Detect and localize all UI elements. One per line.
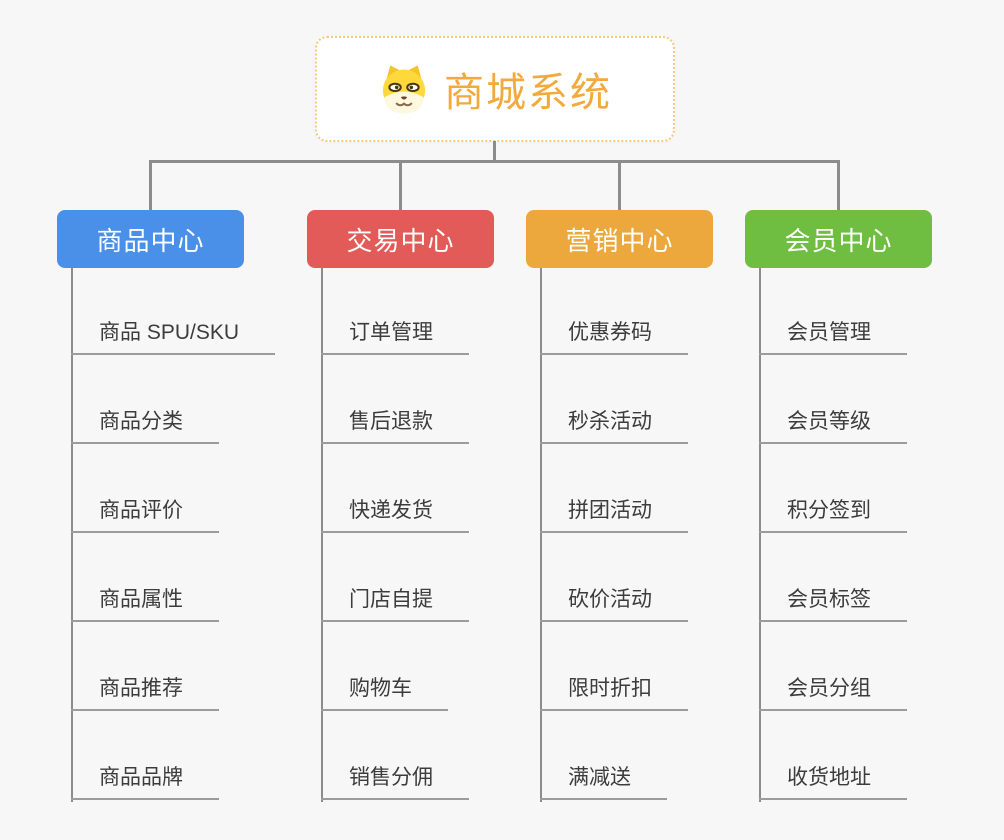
connector-drop-trade — [399, 160, 402, 210]
branch-spine-product — [71, 268, 73, 802]
leaf-label: 销售分佣 — [321, 764, 469, 800]
leaf-label: 会员等级 — [759, 408, 907, 444]
leaf-node[interactable]: 优惠券码 — [540, 319, 688, 355]
leaf-node[interactable]: 商品属性 — [71, 586, 219, 622]
leaf-label: 商品评价 — [71, 497, 219, 533]
leaf-label: 会员分组 — [759, 675, 907, 711]
leaf-label: 积分签到 — [759, 497, 907, 533]
leaf-label: 收货地址 — [759, 764, 907, 800]
leaf-label: 限时折扣 — [540, 675, 688, 711]
leaf-node[interactable]: 秒杀活动 — [540, 408, 688, 444]
root-node-title: 商城系统 — [444, 71, 612, 115]
leaf-label: 商品分类 — [71, 408, 219, 444]
branch-node-product-center[interactable]: 商品中心 — [57, 210, 244, 268]
leaf-label: 拼团活动 — [540, 497, 688, 533]
leaf-node[interactable]: 商品推荐 — [71, 675, 219, 711]
leaf-node[interactable]: 满减送 — [540, 764, 667, 800]
branch-node-marketing-center[interactable]: 营销中心 — [526, 210, 713, 268]
connector-root-stub — [493, 141, 496, 161]
leaf-node[interactable]: 砍价活动 — [540, 586, 688, 622]
leaf-label: 优惠券码 — [540, 319, 688, 355]
leaf-node[interactable]: 购物车 — [321, 675, 448, 711]
leaf-node[interactable]: 商品分类 — [71, 408, 219, 444]
branch-spine-marketing — [540, 268, 542, 802]
branch-node-trade-center[interactable]: 交易中心 — [307, 210, 494, 268]
leaf-label: 商品品牌 — [71, 764, 219, 800]
leaf-label: 商品属性 — [71, 586, 219, 622]
leaf-node[interactable]: 会员管理 — [759, 319, 907, 355]
leaf-node[interactable]: 会员标签 — [759, 586, 907, 622]
leaf-label: 购物车 — [321, 675, 448, 711]
leaf-node[interactable]: 商品品牌 — [71, 764, 219, 800]
leaf-label: 商品 SPU/SKU — [71, 319, 276, 355]
leaf-node[interactable]: 会员等级 — [759, 408, 907, 444]
leaf-node[interactable]: 商品评价 — [71, 497, 219, 533]
leaf-node[interactable]: 订单管理 — [321, 319, 469, 355]
connector-drop-member — [837, 160, 840, 210]
connector-drop-product — [149, 160, 152, 210]
dog-face-icon — [378, 63, 430, 115]
leaf-label: 满减送 — [540, 764, 667, 800]
leaf-node[interactable]: 积分签到 — [759, 497, 907, 533]
connector-horizontal — [149, 160, 840, 163]
leaf-label: 砍价活动 — [540, 586, 688, 622]
root-node-mall-system[interactable]: 商城系统 — [315, 36, 675, 142]
branch-spine-trade — [321, 268, 323, 802]
leaf-node[interactable]: 会员分组 — [759, 675, 907, 711]
leaf-label: 门店自提 — [321, 586, 469, 622]
branch-node-member-center[interactable]: 会员中心 — [745, 210, 932, 268]
leaf-node[interactable]: 收货地址 — [759, 764, 907, 800]
leaf-label: 订单管理 — [321, 319, 469, 355]
branch-spine-member — [759, 268, 761, 802]
leaf-node[interactable]: 拼团活动 — [540, 497, 688, 533]
leaf-label: 会员管理 — [759, 319, 907, 355]
leaf-node[interactable]: 销售分佣 — [321, 764, 469, 800]
leaf-label: 秒杀活动 — [540, 408, 688, 444]
leaf-node[interactable]: 快递发货 — [321, 497, 469, 533]
connector-drop-marketing — [618, 160, 621, 210]
leaf-label: 会员标签 — [759, 586, 907, 622]
leaf-node[interactable]: 门店自提 — [321, 586, 469, 622]
leaf-label: 售后退款 — [321, 408, 469, 444]
leaf-node[interactable]: 售后退款 — [321, 408, 469, 444]
leaf-label: 商品推荐 — [71, 675, 219, 711]
leaf-node[interactable]: 商品 SPU/SKU — [71, 319, 276, 355]
leaf-node[interactable]: 限时折扣 — [540, 675, 688, 711]
leaf-label: 快递发货 — [321, 497, 469, 533]
